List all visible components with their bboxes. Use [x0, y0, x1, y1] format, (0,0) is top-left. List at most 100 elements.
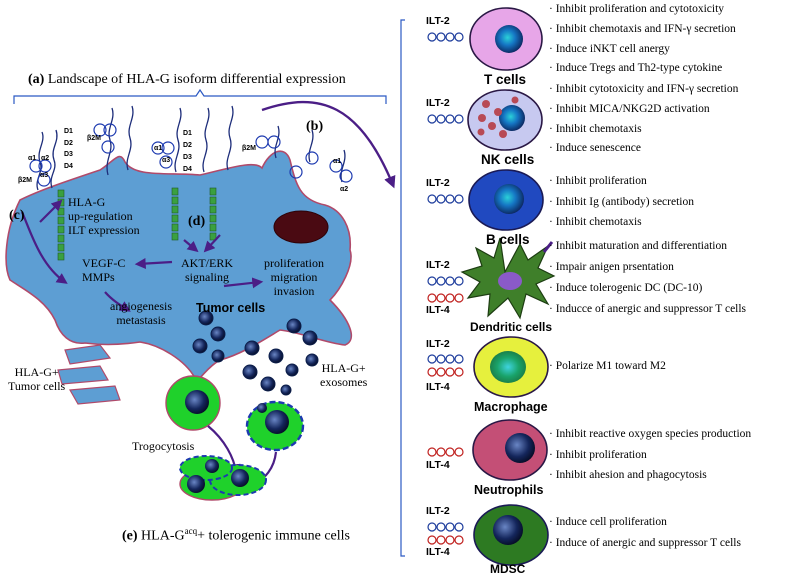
dc-effect-1: · Inhibit maturation and differentiation: [549, 240, 727, 252]
domain-d2: D2: [64, 140, 73, 147]
t-effect-3: · Induce iNKT cell anergy: [549, 42, 670, 55]
upregulation-text: HLA-G up-regulation ILT expression: [68, 195, 140, 237]
t-cells-label: T cells: [484, 72, 527, 87]
nk-effect-2: · Inhibit MICA/NKG2D activation: [549, 102, 710, 115]
exosome-coated-cell: [245, 400, 305, 452]
b-effect-2: · Inhibit Ig (antibody) secretion: [549, 195, 694, 208]
neutrophil-effects: · Inhibit reactive oxygen species produc…: [549, 424, 751, 486]
upreg-line3: ILT expression: [68, 222, 140, 237]
prolif-line2: migration: [270, 269, 318, 284]
panel-b-arrow: [261, 100, 396, 189]
tumor-signaling-arrows: [20, 199, 264, 312]
neu-effect-3: · Inhibit ahesion and phagocytosis: [549, 469, 707, 481]
nk-cells-label: NK cells: [481, 152, 535, 167]
panel-e-caption: (e) HLA-Gacq+ tolerogenic immune cells: [122, 526, 350, 545]
ilt2-label-dc: ILT-2: [426, 259, 450, 271]
hla-g-domain-loops: [29, 123, 353, 187]
t-effect-2: · Inhibit chemotaxis and IFN-γ secretion: [549, 22, 736, 35]
dc-effect-2: · Impair anigen prsentation: [549, 261, 674, 273]
macrophage-shape: [473, 336, 549, 398]
neu-effect-1: · Inhibit reactive oxygen species produc…: [549, 428, 752, 440]
t-cell-effects: · Inhibit proliferation and cytotoxicity…: [549, 0, 736, 79]
angio-line2: metastasis: [116, 312, 166, 327]
domain-a2: α2: [41, 155, 50, 162]
domain-d2-b: D2: [183, 142, 192, 149]
domain-a3: α3: [40, 172, 49, 179]
b-cell-shape: [468, 169, 544, 231]
domain-a1-c: α1: [333, 158, 342, 165]
domain-b2m-b: β2M: [87, 135, 101, 142]
prolif-line3: invasion: [273, 283, 315, 298]
b-effect-3: · Inhibit chemotaxis: [549, 216, 642, 228]
ilt2-label-nk: ILT-2: [426, 97, 450, 109]
nk-cell-effects: · Inhibit cytotoxicity and IFN-γ secreti…: [549, 80, 738, 159]
upreg-line2: up-regulation: [68, 208, 133, 223]
domain-a1: α1: [28, 155, 37, 162]
nk-effect-4: · Induce senescence: [549, 142, 641, 155]
domain-d1-b: D1: [183, 130, 192, 137]
prolif-line1: proliferation: [264, 256, 324, 270]
macrophage-label: Macrophage: [474, 400, 548, 414]
vegf-text: VEGF-C MMPs: [82, 256, 126, 285]
ilt2-receptor-glyphs: [427, 32, 464, 532]
domain-a3-b: α3: [162, 157, 171, 164]
macrophage-effects: · Polarize M1 toward M2: [549, 360, 666, 373]
acq-prefix: HLA-G: [141, 528, 185, 544]
panel-a-title: (a) Landscape of HLA-G isoform different…: [28, 72, 346, 88]
ilt2-label-t: ILT-2: [426, 15, 450, 27]
akt-text: AKT/ERK signaling: [181, 256, 233, 285]
vegf-line1: VEGF-C: [82, 256, 126, 270]
domain-a1-b: α1: [154, 145, 163, 152]
dc-effect-4: · Inducce of anergic and suppressor T ce…: [549, 303, 747, 315]
akt-line1: AKT/ERK: [181, 256, 233, 270]
panel-b-bracket: [400, 19, 405, 557]
b-cells-label: B cells: [486, 232, 530, 247]
hlag-tumor-line1: HLA-G+: [14, 365, 59, 379]
nk-cell-shape: [467, 89, 543, 151]
trogocytosis-cell: [165, 375, 221, 431]
domain-b2m-c: β2M: [242, 145, 256, 152]
t-cell-shape: [469, 7, 543, 71]
domain-b2m: β2M: [18, 177, 32, 184]
domain-d4: D4: [64, 163, 73, 170]
ilt4-label-mac: ILT-4: [426, 381, 450, 393]
tumor-cells-label: Tumor cells: [196, 301, 266, 315]
panel-e-letter: (e): [122, 528, 138, 544]
mdsc-effects: · Induce cell proliferation · Induce of …: [549, 512, 741, 554]
ilt2-label-b: ILT-2: [426, 177, 450, 189]
hlag-tumor-line2: Tumor cells: [8, 378, 66, 393]
acq-sup: acq: [184, 526, 198, 536]
mdsc-shape: [473, 504, 549, 566]
t-effect-1: · Inhibit proliferation and cytotoxicity: [549, 3, 725, 15]
t-effect-4: · Induce Tregs and Th2-type cytokine: [549, 62, 723, 75]
mdsc-effect-1: · Induce cell proliferation: [549, 516, 667, 528]
hla-g-acq-cells: [179, 455, 267, 501]
nk-effect-1: · Inhibit cytotoxicity and IFN-γ secreti…: [549, 83, 739, 95]
panel-b-letter: (b): [306, 119, 324, 134]
nk-effect-3: · Inhibit chemotaxis: [549, 122, 642, 135]
mdsc-label: MDSC: [490, 562, 526, 575]
domain-d3: D3: [64, 151, 73, 158]
neu-effect-2: · Inhibit proliferation: [549, 448, 647, 461]
domain-a2-c: α2: [340, 186, 349, 193]
hla-g-tumor-fragments: [57, 344, 121, 405]
ilt4-label-neu: ILT-4: [426, 459, 450, 471]
trogocytosis-label: Trogocytosis: [132, 439, 195, 453]
exosomes-label: HLA-G+ exosomes: [320, 361, 368, 390]
proliferation-text: proliferation migration invasion: [264, 256, 324, 298]
neutrophil-shape: [472, 419, 548, 481]
exo-line2: exosomes: [320, 374, 368, 389]
dendritic-cell-effects: · Inhibit maturation and differentiation…: [549, 236, 746, 320]
domain-d4-b: D4: [183, 166, 192, 173]
dendritic-cell-shape: [460, 237, 556, 320]
hla-g-membrane-molecules: [36, 105, 346, 191]
domain-d3-b: D3: [183, 154, 192, 161]
upreg-line1: HLA-G: [68, 195, 106, 209]
panel-c-letter: (c): [9, 208, 25, 223]
ilt2-label-mdsc: ILT-2: [426, 505, 450, 517]
ilt4-label-dc: ILT-4: [426, 304, 450, 316]
dc-effect-3: · Induce tolerogenic DC (DC-10): [549, 282, 703, 294]
panel-d-letter: (d): [188, 214, 206, 229]
